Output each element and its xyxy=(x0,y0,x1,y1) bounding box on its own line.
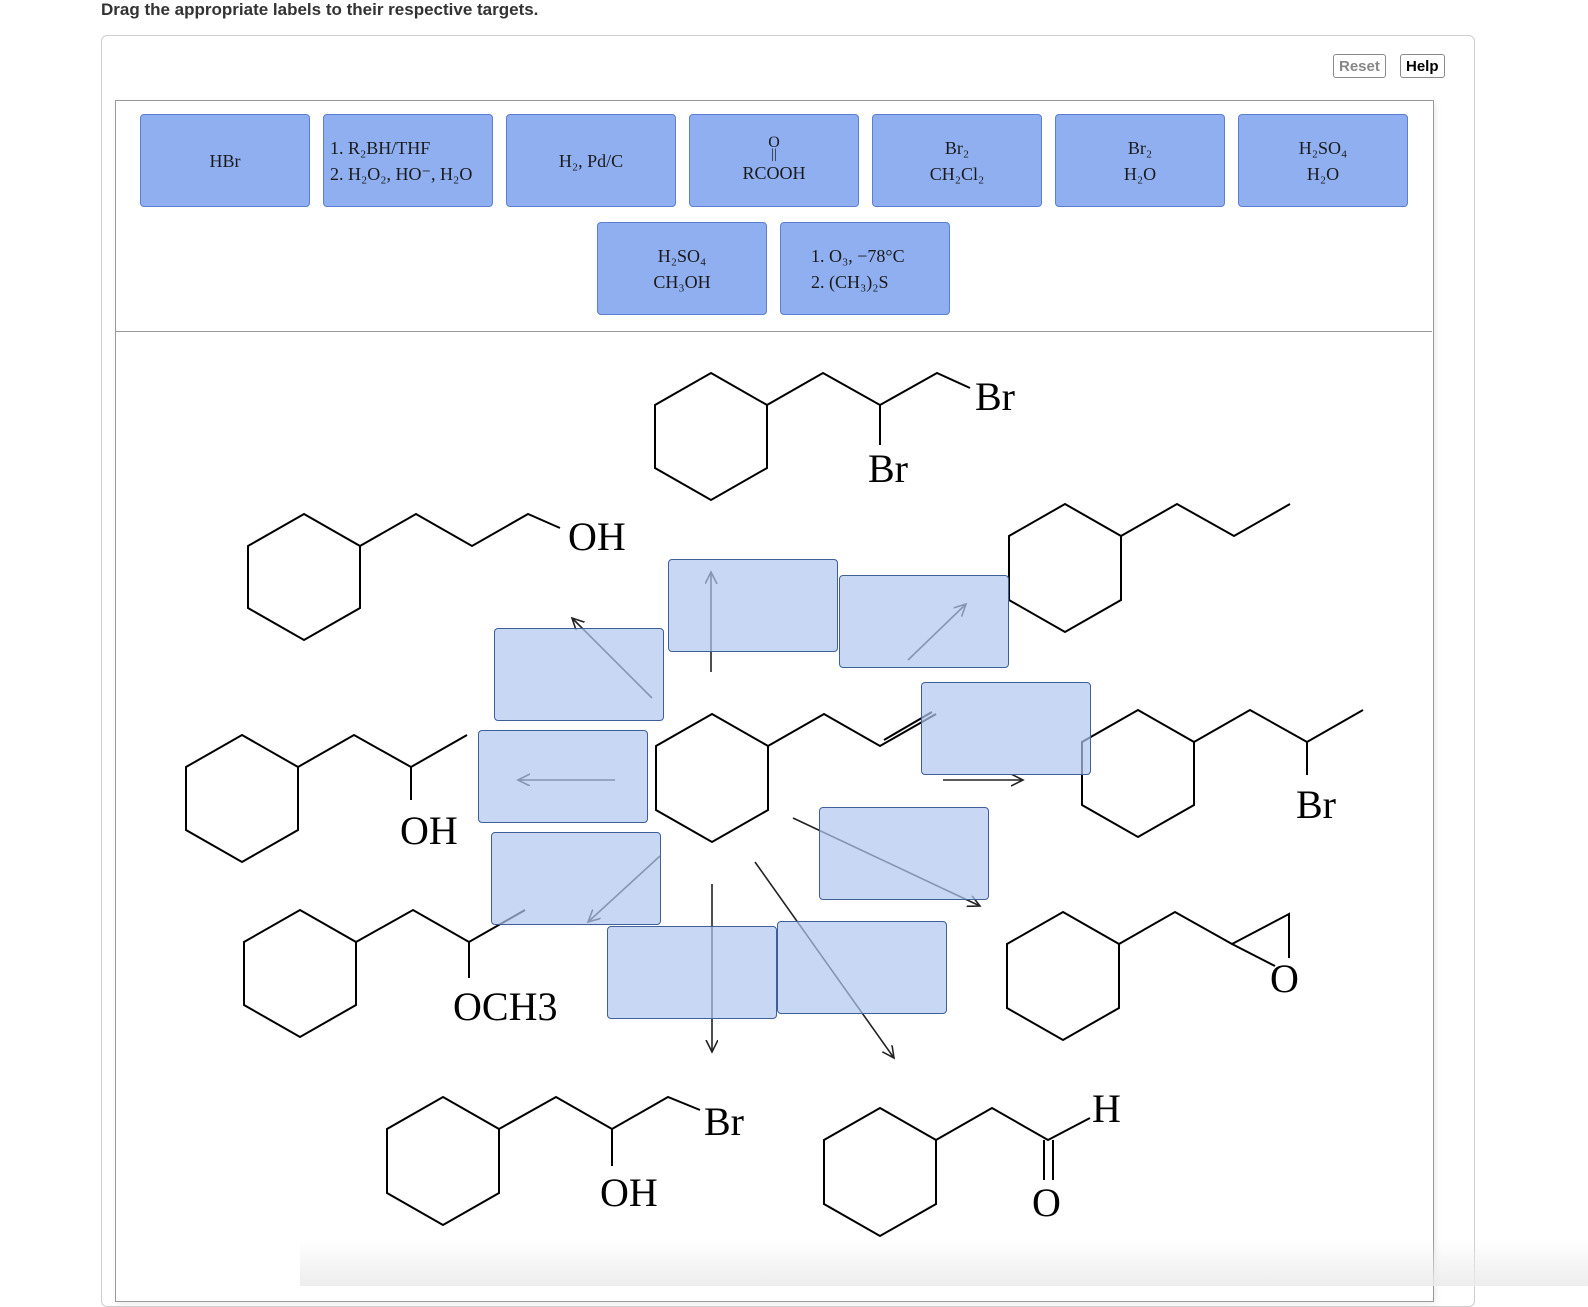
primary-alcohol-oh-label: OH xyxy=(568,514,626,559)
cyclohexane-ring xyxy=(655,712,769,844)
drop-target-primary-alcohol[interactable] xyxy=(494,628,664,721)
cyclohexane-ring xyxy=(1006,910,1120,1042)
label-hydroboration[interactable]: 1. R₂BH/THF 2. H₂O₂, HO⁻, H₂O xyxy=(323,114,493,207)
label-text-line2: 2. (CH₃)₂S xyxy=(811,271,889,292)
cyclohexane-ring xyxy=(1008,502,1122,634)
label-text-line1: H₂SO₄ xyxy=(657,245,707,266)
page-fade xyxy=(300,1240,1588,1286)
drop-target-dibromide[interactable] xyxy=(668,559,838,652)
drop-target-ether[interactable] xyxy=(491,832,661,925)
cyclohexane-ring xyxy=(654,371,768,502)
drag-drop-stage xyxy=(115,100,1434,1302)
dibromide-br-label: Br xyxy=(868,446,908,491)
label-text-line2: H₂O xyxy=(1123,163,1157,184)
cyclohexane-ring xyxy=(243,908,357,1039)
label-text-line1: 1. R₂BH/THF xyxy=(330,137,431,158)
epoxide-o-label: O xyxy=(1270,956,1299,1001)
label-double-bond: || xyxy=(771,146,777,162)
label-text-line2: 2. H₂O₂, HO⁻, H₂O xyxy=(330,163,473,184)
label-text-line1: H₂SO₄ xyxy=(1298,137,1348,158)
bromohydrin-oh-label: OH xyxy=(600,1170,658,1215)
secondary-alcohol-oh-label: OH xyxy=(400,808,458,853)
ether-och3-label: OCH3 xyxy=(453,984,557,1029)
secondary-bromide-br-label: Br xyxy=(1296,782,1336,827)
cyclohexane-ring xyxy=(1081,708,1195,839)
cyclohexane-ring xyxy=(386,1095,500,1227)
label-text-line1: Br₂ xyxy=(1127,137,1153,158)
instructions-text: Drag the appropriate labels to their res… xyxy=(101,0,539,19)
label-peracid[interactable]: O || RCOOH xyxy=(689,114,859,207)
cyclohexane-ring xyxy=(823,1106,937,1238)
drop-target-secondary-alcohol[interactable] xyxy=(478,730,648,823)
aldehyde-h-label: H xyxy=(1092,1086,1121,1131)
label-carbonyl-o: O xyxy=(768,133,780,151)
bromohydrin-br-label: Br xyxy=(704,1099,744,1144)
drop-target-aldehyde[interactable] xyxy=(777,921,947,1014)
drop-target-alkane[interactable] xyxy=(839,575,1009,668)
reset-button[interactable]: Reset xyxy=(1333,54,1386,78)
label-hbr[interactable]: HBr xyxy=(140,114,310,207)
label-h2so4-ch3oh[interactable]: H₂SO₄ CH₃OH xyxy=(597,222,767,315)
label-br2-ch2cl2[interactable]: Br₂ CH₂Cl₂ xyxy=(872,114,1042,207)
dibromide-br-label: Br xyxy=(975,374,1015,419)
label-ozonolysis[interactable]: 1. O₃, −78°C 2. (CH₃)₂S xyxy=(780,222,950,315)
label-text: HBr xyxy=(209,150,241,171)
drop-target-epoxide[interactable] xyxy=(819,807,989,900)
label-text: H₂, Pd/C xyxy=(558,150,624,171)
label-text-line2: CH₂Cl₂ xyxy=(929,163,985,184)
label-text: RCOOH xyxy=(742,162,806,183)
label-bank-divider xyxy=(115,331,1432,332)
label-h2so4-h2o[interactable]: H₂SO₄ H₂O xyxy=(1238,114,1408,207)
help-button[interactable]: Help xyxy=(1400,54,1445,78)
label-br2-h2o[interactable]: Br₂ H₂O xyxy=(1055,114,1225,207)
label-text-line2: CH₃OH xyxy=(653,271,711,292)
label-text-line2: H₂O xyxy=(1306,163,1340,184)
label-text-line1: Br₂ xyxy=(944,137,970,158)
drop-target-secondary-bromide[interactable] xyxy=(921,682,1091,775)
cyclohexane-ring xyxy=(185,733,299,864)
aldehyde-o-label: O xyxy=(1032,1180,1061,1225)
label-text-line1: 1. O₃, −78°C xyxy=(811,245,905,266)
cyclohexane-ring xyxy=(247,512,361,642)
drop-target-bromohydrin[interactable] xyxy=(607,926,777,1019)
label-hydrogenation[interactable]: H₂, Pd/C xyxy=(506,114,676,207)
